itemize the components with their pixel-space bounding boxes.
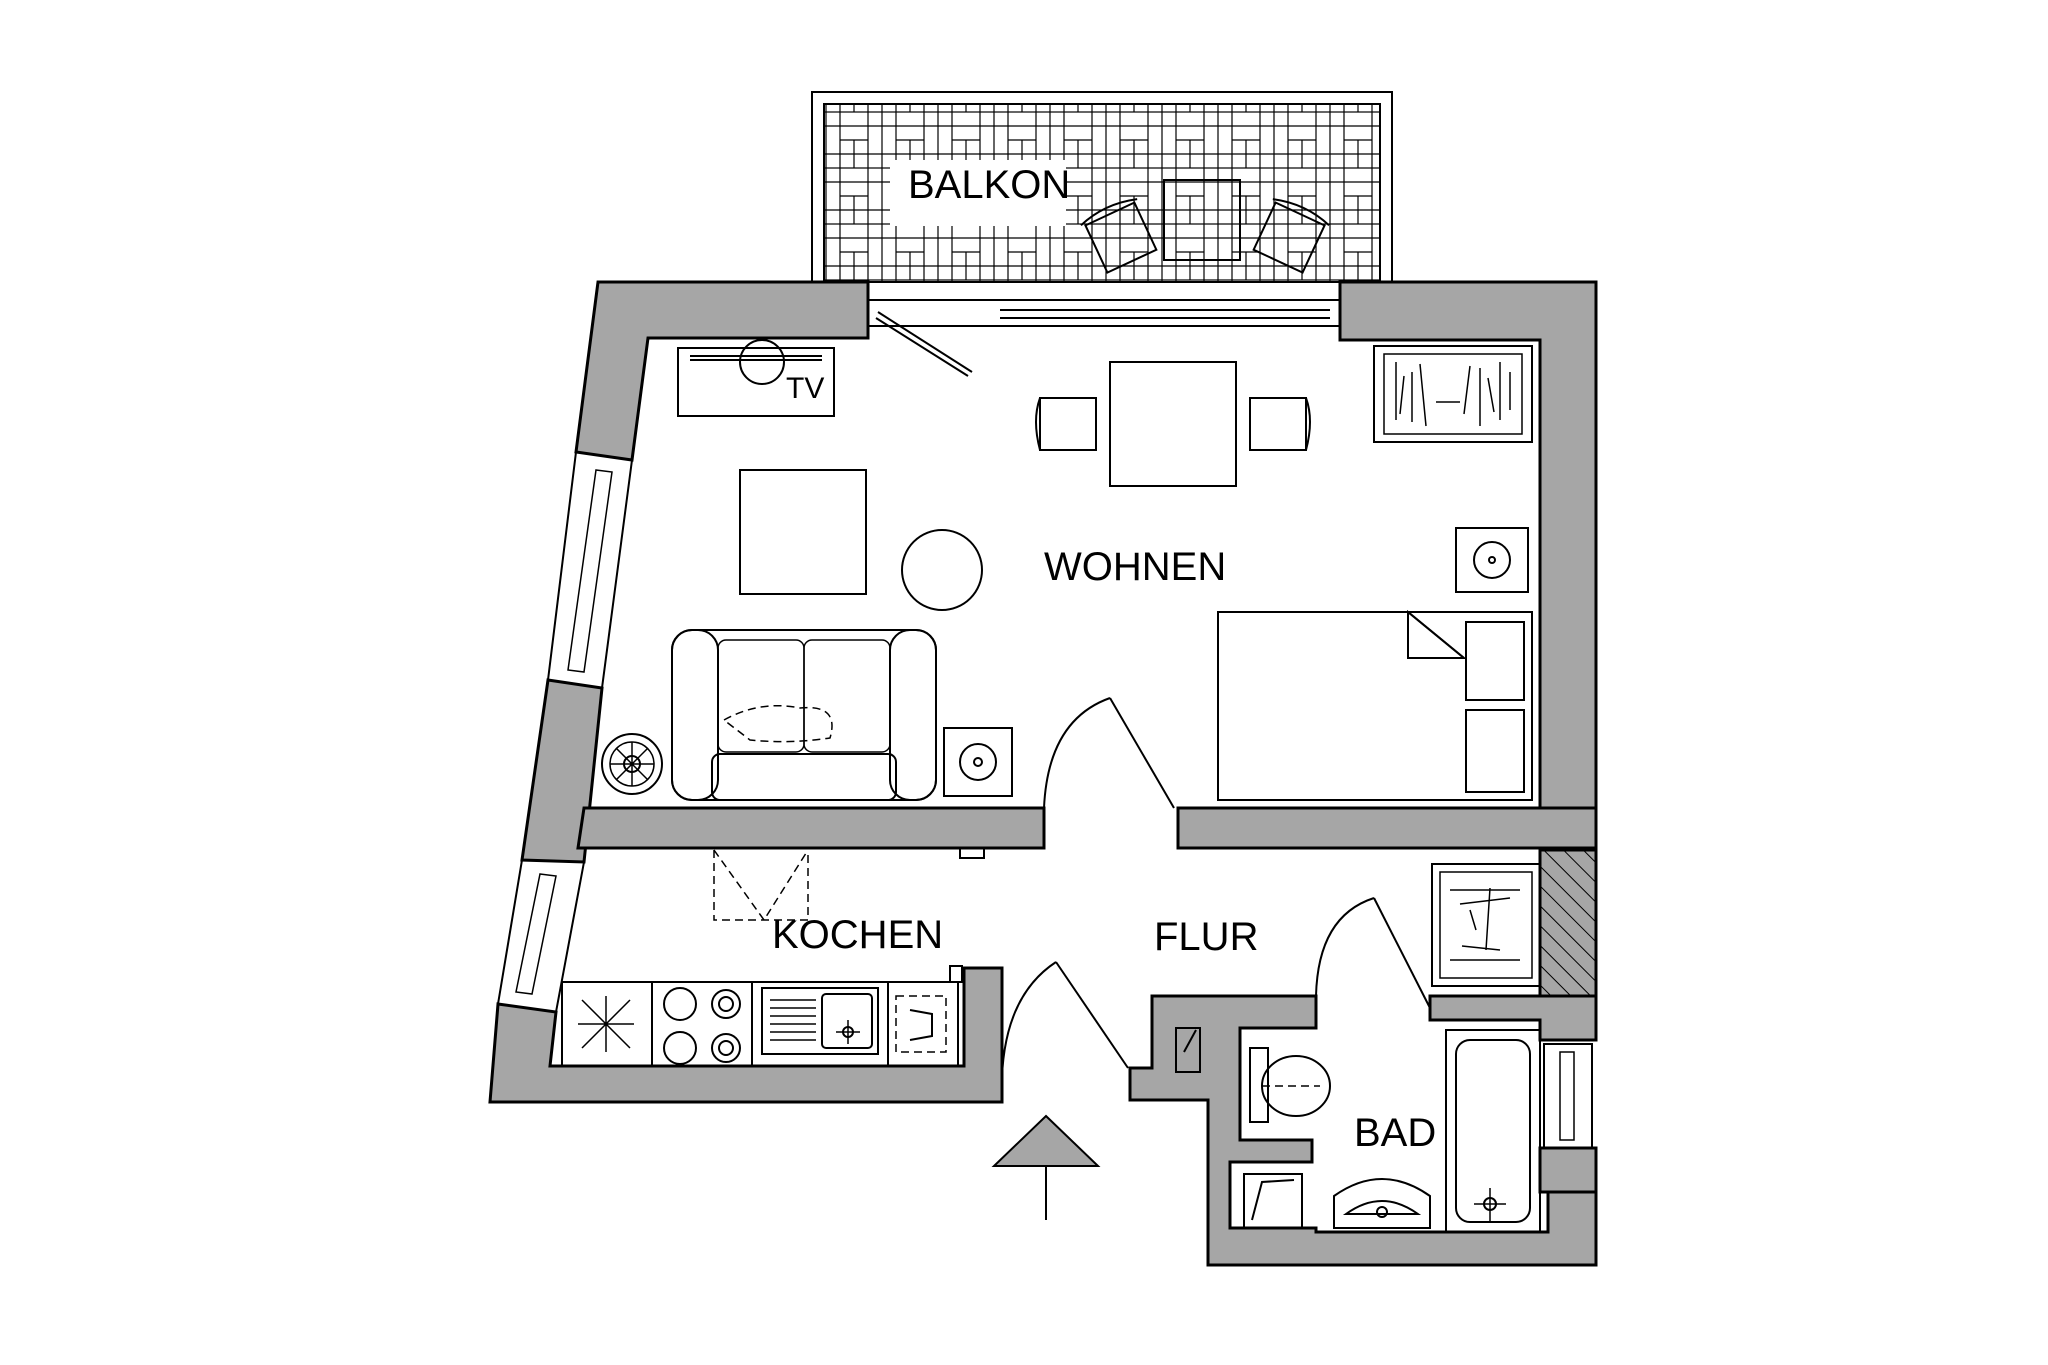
toilet-icon: [1249, 1047, 1331, 1123]
bathtub-icon: [1445, 1029, 1541, 1233]
living-furniture: TV: [601, 339, 1533, 859]
dining-table: [1109, 361, 1237, 487]
balcony-door: [867, 299, 1341, 377]
wall-cabinet: [713, 849, 809, 922]
round-stool: [901, 529, 983, 611]
walls: [488, 280, 1598, 1267]
balcony-chair-right: [1252, 198, 1330, 274]
balcony-table: [1163, 179, 1241, 261]
dishwasher-icon: [895, 995, 947, 1053]
side-table-right: [1455, 527, 1529, 593]
plant-icon: [601, 733, 663, 795]
kitchen-counter: [561, 849, 963, 1067]
dining-chair-left: [1035, 397, 1097, 451]
side-table-left: [943, 727, 1013, 797]
washbasin-icon: [1333, 1178, 1431, 1229]
room-label-balkon: BALKON: [908, 163, 1070, 207]
tv-label: TV: [786, 372, 824, 405]
bathroom-window: [1543, 1043, 1593, 1149]
doors: [1000, 697, 1431, 1103]
balcony-chair-left: [1080, 198, 1158, 274]
hob-icon: [663, 987, 697, 1021]
bathroom-fixtures: [1175, 1027, 1593, 1233]
hall-closet: [1431, 863, 1541, 987]
fridge-icon: [578, 996, 634, 1052]
tv-board: [677, 347, 835, 417]
dining-chair-right: [1249, 397, 1311, 451]
tv-lamp-icon: [739, 339, 785, 385]
sofa: [671, 629, 937, 801]
room-label-wohnen: WOHNEN: [1044, 545, 1226, 589]
entrance-arrow-icon: [991, 1114, 1101, 1220]
bed: [1217, 611, 1533, 801]
room-label-bad: BAD: [1354, 1111, 1436, 1155]
kitchen-sink-icon: [761, 987, 879, 1055]
balcony: [811, 91, 1393, 283]
coffee-table: [739, 469, 867, 595]
room-label-kochen: KOCHEN: [772, 913, 943, 957]
wardrobe: [1373, 345, 1533, 443]
left-windows: [496, 450, 634, 1014]
room-label-flur: FLUR: [1154, 915, 1258, 959]
